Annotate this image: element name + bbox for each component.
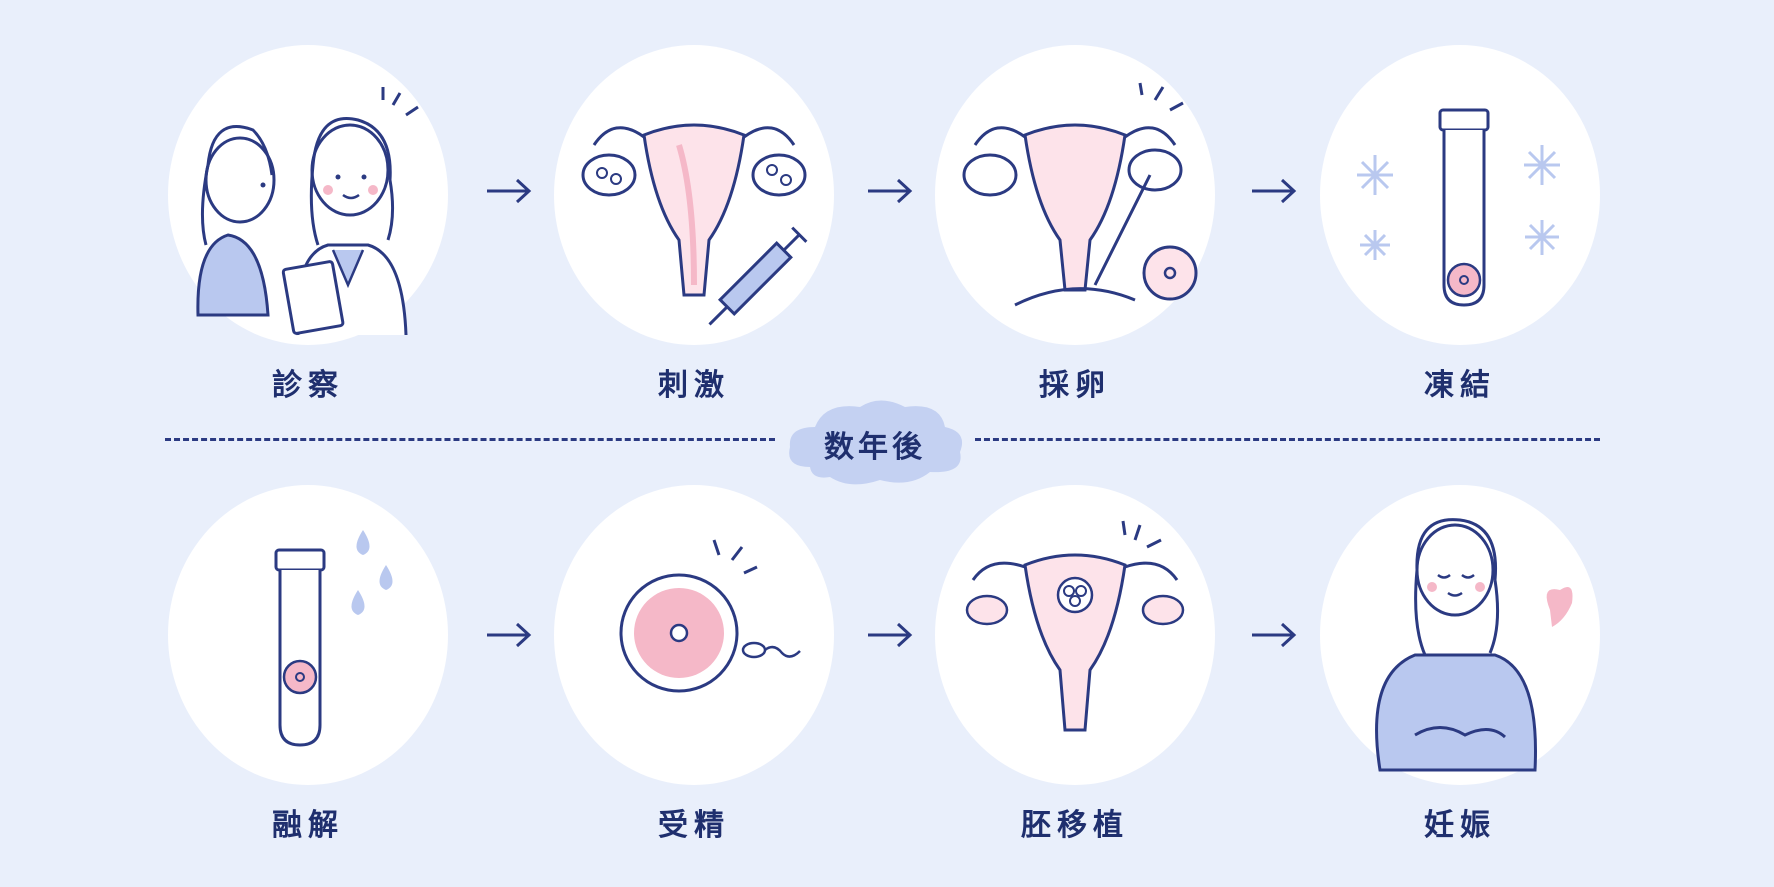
step-pregnancy: 妊娠 — [1310, 485, 1610, 865]
step-label: 刺激 — [658, 368, 730, 403]
embryo-transfer-illustration — [935, 485, 1215, 785]
step-label: 融解 — [272, 808, 344, 843]
uterus-needle-egg-icon — [962, 82, 1198, 307]
stimulation-illustration — [554, 45, 834, 345]
cloud-icon — [789, 400, 963, 485]
freezing-illustration — [1320, 45, 1600, 345]
divider-right — [975, 438, 1600, 441]
step-fertilization: 受精 — [544, 485, 844, 865]
pregnancy-illustration — [1320, 485, 1600, 785]
step-egg-retrieval: 採卵 — [925, 45, 1225, 425]
pregnant-woman-heart-icon — [1375, 518, 1573, 772]
step-label: 診察 — [272, 368, 344, 403]
test-tube-drops-icon — [274, 530, 393, 747]
arrow-right-icon — [1250, 176, 1298, 206]
arrow-right-icon — [866, 620, 914, 650]
step-label: 受精 — [658, 808, 730, 843]
step-label: 採卵 — [1039, 368, 1111, 403]
egg-retrieval-illustration — [935, 45, 1215, 345]
arrow-right-icon — [485, 620, 533, 650]
test-tube-snowflake-icon — [1357, 108, 1560, 307]
step-freezing: 凍結 — [1310, 45, 1610, 425]
step-stimulation: 刺激 — [544, 45, 844, 425]
arrow-right-icon — [1250, 620, 1298, 650]
thawing-illustration — [168, 485, 448, 785]
fertilization-illustration — [554, 485, 834, 785]
consultation-illustration — [168, 45, 448, 345]
step-label: 凍結 — [1424, 368, 1496, 403]
time-skip-cloud: 数年後 — [780, 392, 970, 492]
divider-left — [165, 438, 775, 441]
time-skip-label: 数年後 — [824, 430, 926, 465]
step-label: 胚移植 — [1021, 808, 1129, 843]
uterus-syringe-icon — [581, 123, 808, 326]
uterus-embryo-icon — [965, 520, 1185, 732]
egg-sperm-icon — [619, 539, 801, 693]
step-embryo-transfer: 胚移植 — [925, 485, 1225, 865]
arrow-right-icon — [485, 176, 533, 206]
step-consultation: 診察 — [158, 45, 458, 425]
step-thawing: 融解 — [158, 485, 458, 865]
doctor-patient-icon — [196, 87, 419, 336]
arrow-right-icon — [866, 176, 914, 206]
step-label: 妊娠 — [1424, 808, 1496, 843]
